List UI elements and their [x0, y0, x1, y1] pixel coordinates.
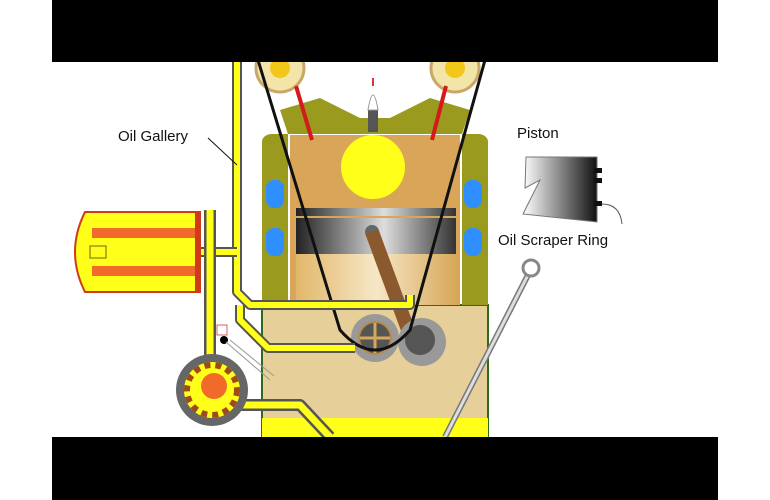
piston-detail-icon: [522, 156, 623, 225]
combustion-flame: [341, 135, 405, 199]
oil-filter: [74, 211, 201, 293]
piston-label: Piston: [517, 125, 559, 142]
exhaust-valve: [430, 85, 448, 141]
coolant-passage: [464, 180, 482, 208]
letterbox-top: [52, 0, 718, 62]
oil-gallery-pointer: [207, 137, 238, 166]
oil-gallery-label: Oil Gallery: [118, 128, 189, 145]
coolant-passage: [464, 228, 482, 256]
coolant-passage: [266, 228, 284, 256]
coolant-passage: [266, 180, 284, 208]
oil-pump: [176, 354, 248, 426]
timing-belt: [256, 59, 487, 352]
intake-valve: [294, 85, 314, 141]
oil-scraper-ring-label: Oil Scraper Ring: [498, 232, 608, 249]
dipstick: [442, 258, 541, 439]
letterbox-bottom: [52, 437, 718, 500]
spark-plug-icon: [367, 78, 379, 132]
connecting-rod: [351, 229, 446, 366]
pressure-relief-valve: [216, 324, 275, 381]
